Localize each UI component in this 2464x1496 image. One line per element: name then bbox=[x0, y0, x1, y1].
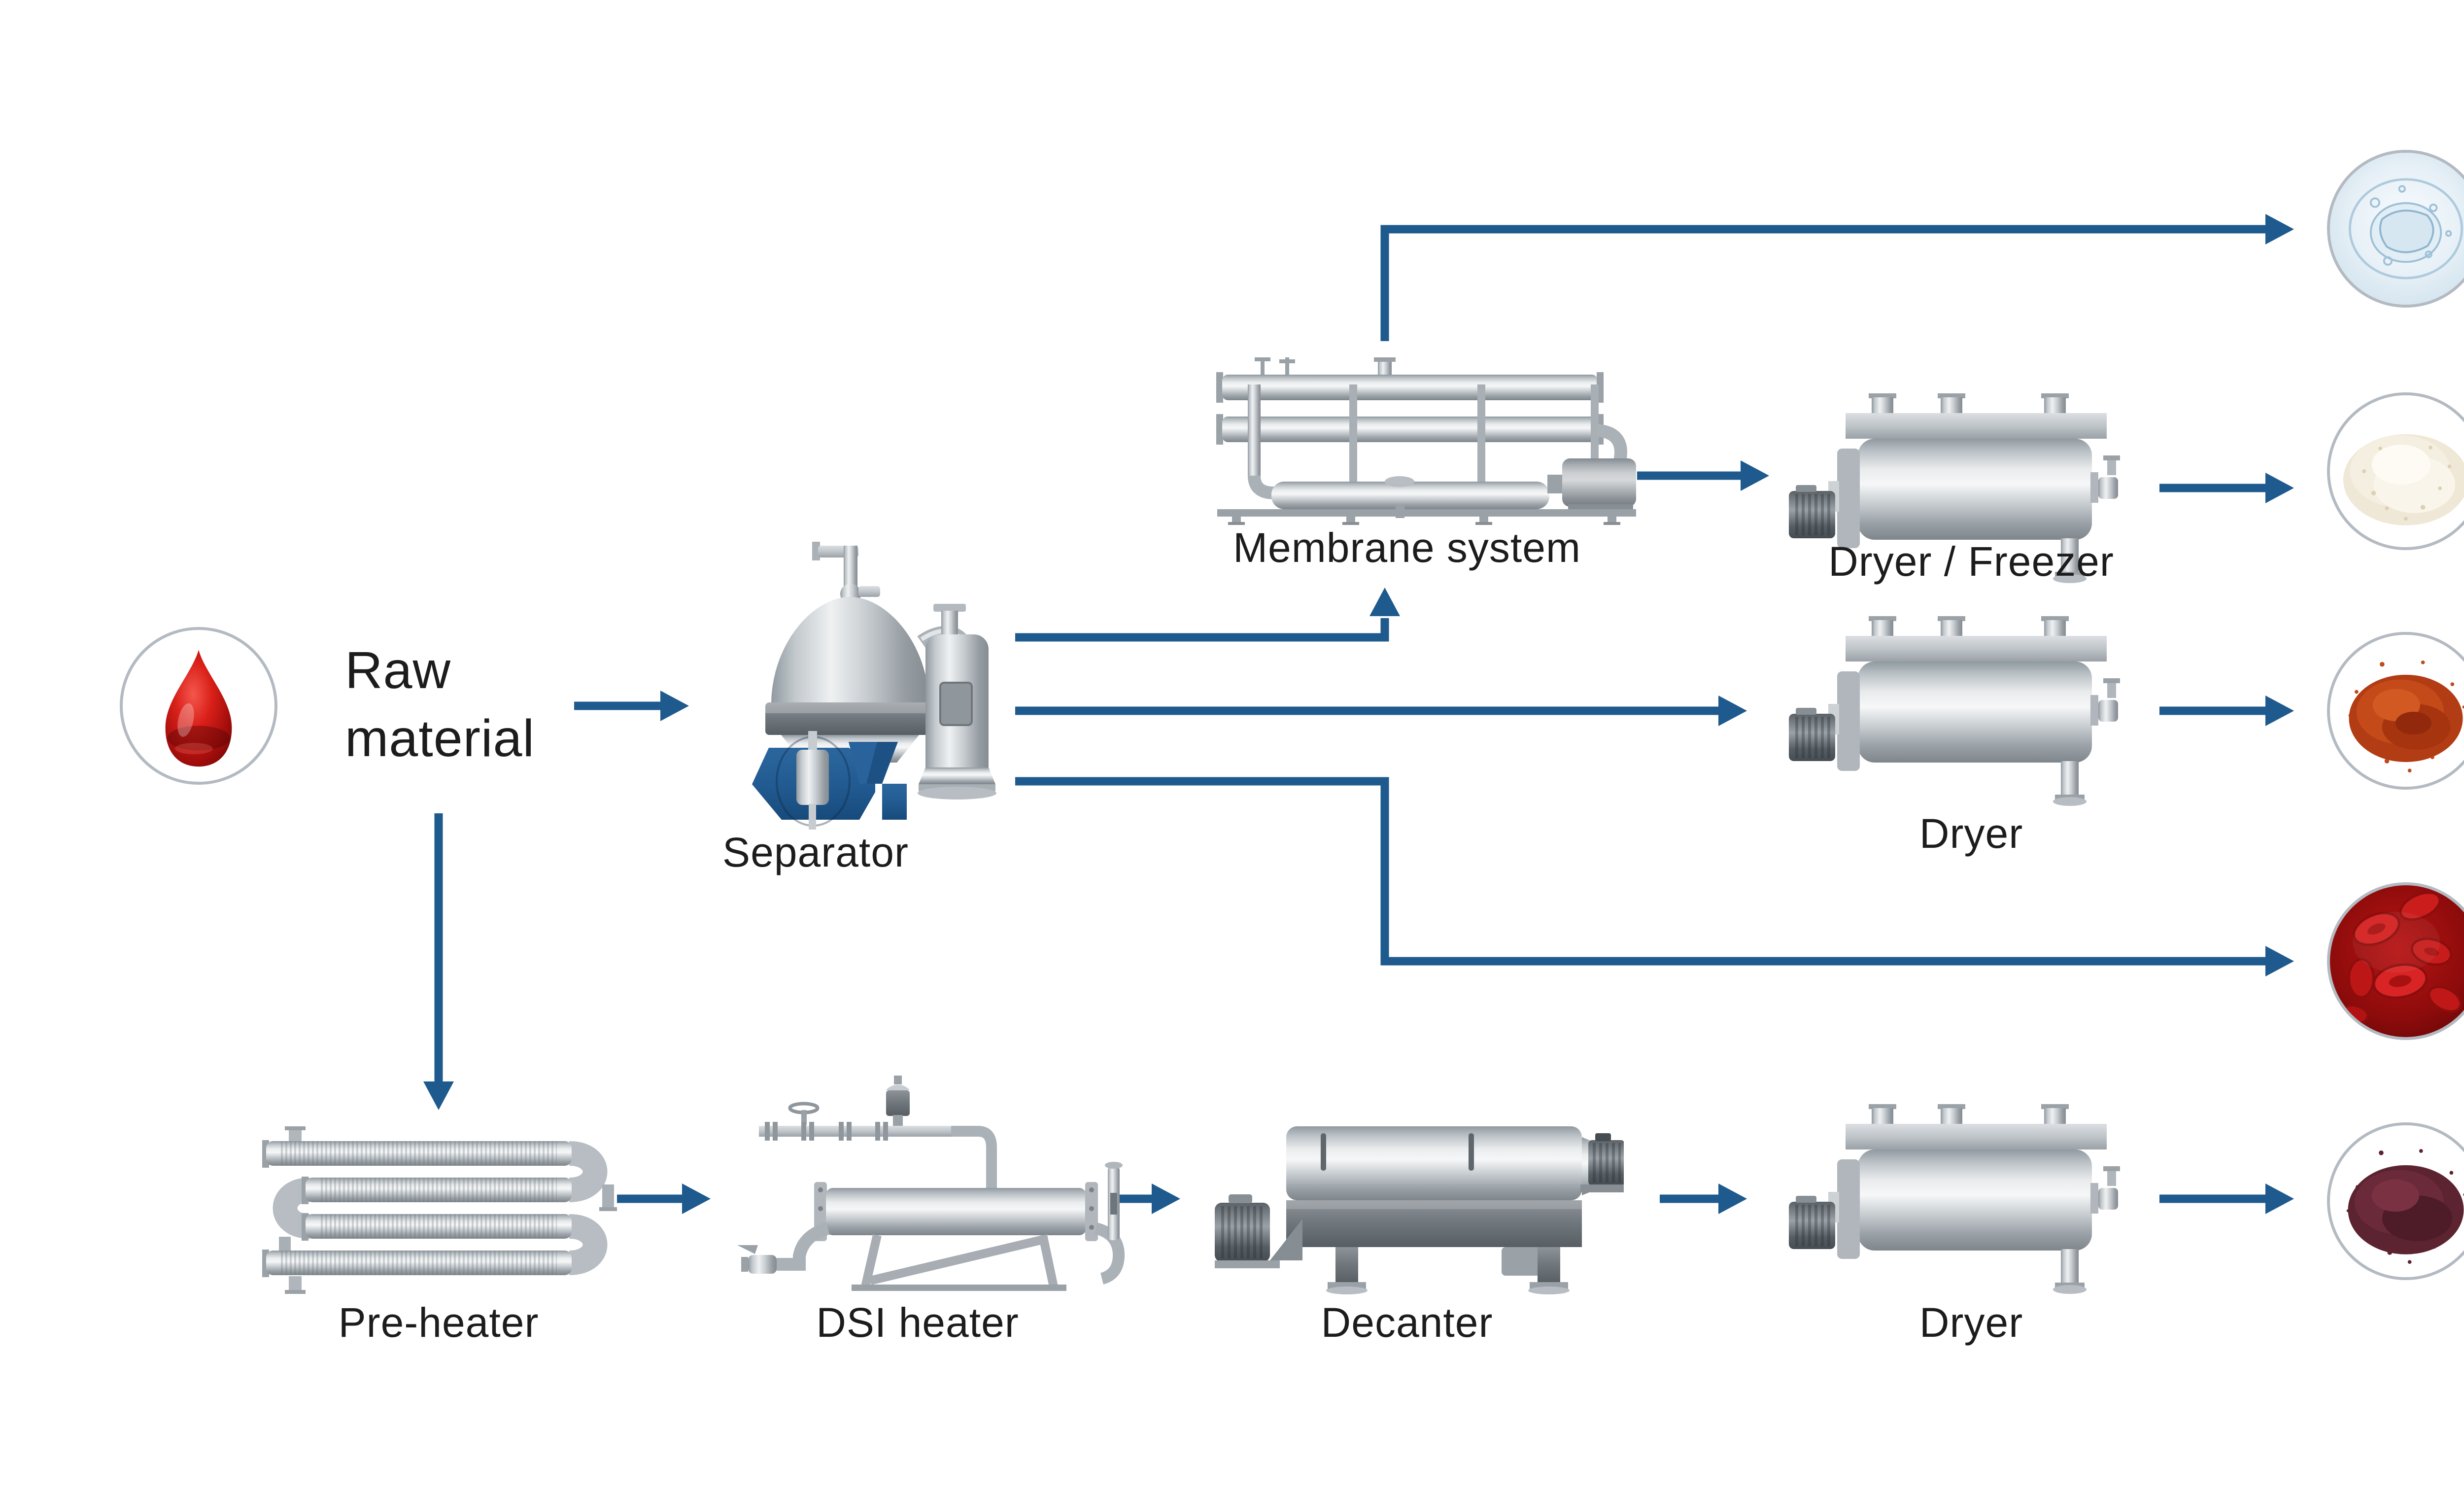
arrowhead bbox=[1369, 588, 1400, 616]
arrow-membrane-to-water-line bbox=[1380, 225, 2265, 341]
separator-illustration bbox=[752, 542, 996, 830]
membrane-system-illustration bbox=[1216, 357, 1636, 525]
dsi-heater-illustration bbox=[737, 1076, 1125, 1291]
red-powder-circle-icon bbox=[2327, 632, 2464, 790]
pre-heater-illustration bbox=[262, 1126, 617, 1294]
arrowhead bbox=[1741, 460, 1769, 491]
arrow-separator-to-bloodcells-line bbox=[1015, 777, 2265, 966]
blood-cells-circle-icon bbox=[2327, 882, 2464, 1040]
raw-material-label: Raw material bbox=[345, 641, 535, 767]
dryer-mid-label: Dryer bbox=[1919, 810, 2023, 857]
dryer-freezer-illustration bbox=[1789, 393, 2120, 583]
decanter-label: Decanter bbox=[1321, 1299, 1493, 1346]
arrowhead bbox=[2265, 1183, 2294, 1214]
arrowhead bbox=[1152, 1183, 1180, 1214]
dryer-bottom-label: Dryer bbox=[1919, 1299, 2023, 1346]
arrowhead bbox=[1718, 696, 1747, 726]
pre-heater-label: Pre-heater bbox=[338, 1299, 539, 1346]
separator-label: Separator bbox=[722, 829, 909, 876]
arrowhead bbox=[423, 1081, 454, 1110]
arrowhead bbox=[660, 691, 689, 721]
dryer-mid-illustration bbox=[1789, 616, 2120, 806]
plasma-powder-circle-icon bbox=[2327, 392, 2464, 550]
dsi-heater-label: DSI heater bbox=[816, 1299, 1019, 1346]
arrowhead bbox=[682, 1183, 711, 1214]
membrane-system-label: Membrane system bbox=[1233, 524, 1581, 571]
decanter-illustration bbox=[1215, 1126, 1624, 1294]
arrowhead bbox=[2265, 214, 2294, 244]
arrowhead bbox=[1718, 1183, 1747, 1214]
dark-powder-circle-icon bbox=[2327, 1122, 2464, 1280]
arrowhead bbox=[2265, 946, 2294, 976]
dryer-freezer-label: Dryer / Freezer bbox=[1828, 538, 2114, 585]
water-circle-icon bbox=[2327, 150, 2464, 308]
blood-drop-icon bbox=[120, 627, 277, 785]
arrowhead bbox=[2265, 696, 2294, 726]
arrow-separator-to-membrane-line bbox=[1015, 618, 1389, 642]
dryer-bottom-illustration bbox=[1789, 1104, 2120, 1294]
arrowhead bbox=[2265, 473, 2294, 503]
